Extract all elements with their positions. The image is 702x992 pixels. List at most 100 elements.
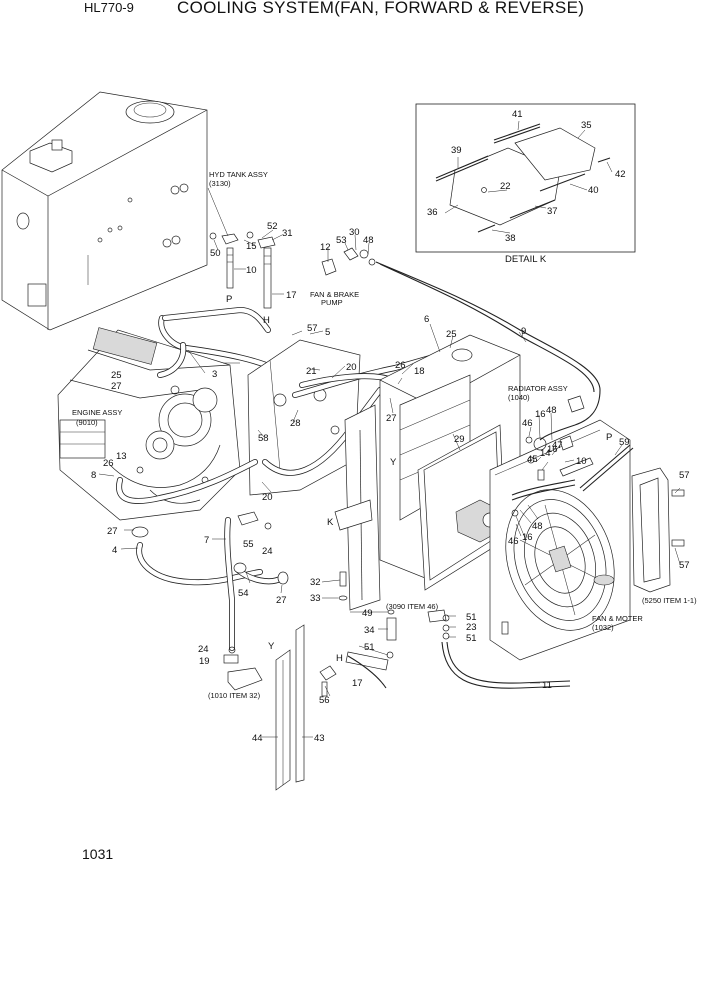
- callout-37: 37: [547, 206, 558, 217]
- callout-38: 38: [505, 233, 516, 244]
- callout-24a: 24: [198, 644, 209, 655]
- callout-8: 8: [91, 470, 96, 481]
- radiator-ref: (1040): [508, 393, 530, 402]
- callout-21: 21: [306, 366, 317, 377]
- callout-18: 18: [414, 366, 425, 377]
- letter-y-strip: Y: [268, 641, 275, 652]
- callout-43: 43: [314, 733, 325, 744]
- callout-16a: 16: [535, 409, 546, 420]
- callout-48b: 48: [546, 405, 557, 416]
- item-1010-ref: (1010 ITEM 32): [208, 691, 261, 700]
- callout-20a: 20: [346, 362, 357, 373]
- callout-29: 29: [454, 434, 465, 445]
- callout-41: 41: [512, 109, 523, 120]
- callout-13: 13: [116, 451, 127, 462]
- seal-strips: [275, 624, 305, 791]
- callout-32: 32: [310, 577, 321, 588]
- letter-p-right: P: [606, 432, 612, 443]
- callout-30: 30: [349, 227, 360, 238]
- callout-25a: 25: [111, 370, 122, 381]
- callout-14: 14: [540, 448, 551, 459]
- callout-28: 28: [290, 418, 301, 429]
- callout-58: 58: [258, 433, 269, 444]
- callout-12: 12: [320, 242, 331, 253]
- letter-h-left: H: [263, 315, 270, 326]
- callout-4: 4: [112, 545, 117, 556]
- item-3090-ref: (3090 ITEM 46): [386, 602, 439, 611]
- fan-motor-name: FAN & MOTER: [592, 614, 643, 623]
- callout-52: 52: [267, 221, 278, 232]
- item-5250-ref: (5250 ITEM 1-1): [642, 596, 697, 605]
- callout-7: 7: [204, 535, 209, 546]
- callout-6: 6: [424, 314, 429, 325]
- callout-48a: 48: [363, 235, 374, 246]
- callout-10b: 10: [576, 456, 587, 467]
- callout-56: 56: [319, 695, 330, 706]
- callout-35: 35: [581, 120, 592, 131]
- hyd-tank-name: HYD TANK ASSY: [209, 170, 268, 179]
- engine-name: ENGINE ASSY: [72, 408, 122, 417]
- callout-25b: 25: [446, 329, 457, 340]
- callout-16b: 16: [547, 444, 558, 455]
- detail-k-label: DETAIL K: [505, 254, 547, 265]
- callout-47: 47: [552, 440, 563, 451]
- callout-46a: 46: [522, 418, 533, 429]
- pump-label-line2: PUMP: [321, 298, 343, 307]
- connection-letters: P H P H Y Y K: [226, 294, 612, 664]
- model-number: HL770-9: [84, 0, 134, 15]
- callout-57c: 57: [679, 560, 690, 571]
- callout-16c: 16: [522, 532, 533, 543]
- callout-48c: 48: [532, 521, 543, 532]
- callout-40: 40: [588, 185, 599, 196]
- callout-53: 53: [336, 235, 347, 246]
- callout-20b: 20: [262, 492, 273, 503]
- callout-26a: 26: [103, 458, 114, 469]
- callout-57b: 57: [679, 470, 690, 481]
- callout-15: 15: [246, 241, 257, 252]
- letter-k-mark: K: [327, 517, 334, 528]
- callout-31: 31: [282, 228, 293, 239]
- callout-27d: 27: [386, 413, 397, 424]
- callout-46b: 46: [508, 536, 519, 547]
- part-callouts: 3 4 5 6 7 8 9 10 10 11 12 13 14 15 16 16…: [91, 109, 690, 744]
- hydraulic-tank: [1, 91, 208, 331]
- callout-33: 33: [310, 593, 321, 604]
- callout-17a: 17: [286, 290, 297, 301]
- letter-p-left: P: [226, 294, 232, 305]
- callout-51a: 51: [466, 612, 477, 623]
- engine-assembly: [57, 327, 241, 521]
- callout-45: 45: [527, 454, 538, 465]
- letter-h-bottom: H: [336, 653, 343, 664]
- callout-11: 11: [542, 680, 552, 691]
- pump-label-line1: FAN & BRAKE: [310, 290, 359, 299]
- radiator-name: RADIATOR ASSY: [508, 384, 568, 393]
- callout-57a: 57: [307, 323, 318, 334]
- callout-34: 34: [364, 625, 375, 636]
- page-number: 1031: [82, 846, 114, 862]
- callout-36: 36: [427, 207, 438, 218]
- callout-9: 9: [521, 326, 526, 337]
- leader-lines: [98, 120, 681, 738]
- detail-k-box: [415, 103, 636, 253]
- callout-50: 50: [210, 248, 221, 259]
- pump-fittings: [321, 247, 376, 276]
- hyd-tank-ref: (3130): [209, 179, 231, 188]
- callout-5: 5: [325, 327, 330, 338]
- fan-motor-ref: (1032): [592, 623, 614, 632]
- callout-44: 44: [252, 733, 263, 744]
- page-title: COOLING SYSTEM(FAN, FORWARD & REVERSE): [177, 0, 585, 17]
- callout-49: 49: [362, 608, 373, 619]
- engine-ref: (9010): [76, 418, 98, 427]
- callout-54: 54: [238, 588, 249, 599]
- callout-42: 42: [615, 169, 626, 180]
- tank-fittings: [209, 231, 276, 309]
- callout-22: 22: [500, 181, 511, 192]
- callout-51b: 51: [466, 633, 477, 644]
- callout-23: 23: [466, 622, 477, 633]
- callout-27b: 27: [107, 526, 118, 537]
- callout-39: 39: [451, 145, 462, 156]
- callout-3: 3: [212, 369, 217, 380]
- callout-55: 55: [243, 539, 254, 550]
- callout-24b: 24: [262, 546, 273, 557]
